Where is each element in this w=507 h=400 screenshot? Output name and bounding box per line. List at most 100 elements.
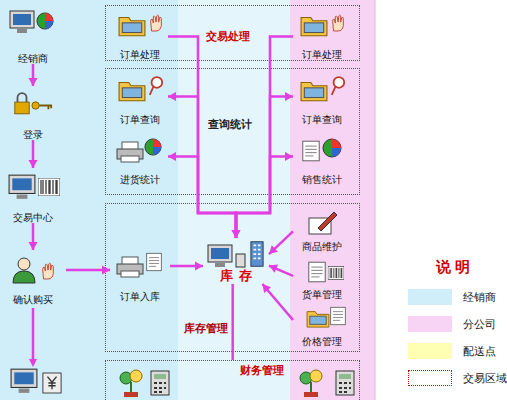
magnifier-icon: [332, 77, 344, 95]
document-icon: [309, 262, 325, 282]
legend-text: 经销商: [463, 290, 496, 305]
area-heading: 财务管理: [240, 365, 284, 378]
person-icon: [13, 258, 35, 283]
node-label: 进货统计: [120, 174, 160, 186]
flow-connector: [236, 152, 293, 238]
arrow-head: [102, 266, 110, 275]
node-label: 订单查询: [120, 114, 160, 126]
payment-icon: [43, 373, 61, 393]
computer-icon: [208, 245, 232, 267]
chart-icon: [145, 139, 161, 155]
function-node: 交易中心: [3, 168, 63, 223]
area-heading: 查询统计: [208, 119, 252, 132]
flow-line: [269, 231, 293, 254]
arrow-head: [262, 284, 271, 293]
function-node: 订单查询: [112, 73, 168, 125]
money-icon: [300, 370, 322, 397]
flow-line: [231, 284, 234, 360]
flow-line: [236, 96, 293, 238]
arrow-head: [232, 230, 241, 238]
pen-icon: [309, 212, 337, 234]
arrow-head: [168, 152, 176, 161]
legend-text: 分公司: [463, 317, 496, 332]
calculator-icon: [336, 371, 354, 395]
arrow-head: [29, 78, 38, 86]
barcode-icon: [38, 178, 60, 196]
arrow-head: [195, 262, 203, 271]
flow-connector: [29, 140, 38, 168]
arrow-head: [29, 242, 38, 250]
arrow-head: [285, 152, 293, 161]
node-label: 确认购买: [13, 294, 53, 306]
magnifier-icon: [150, 77, 162, 95]
computer-icon: [9, 175, 35, 199]
area-box: 财务管理: [105, 360, 360, 400]
area-box: 查询统计订单查询订单查询进货统计销售统计: [105, 68, 360, 195]
function-node: 库存: [203, 238, 269, 284]
area-box: 库存管理订单入库库存商品维护货单管理价格管理: [105, 203, 360, 352]
computer-icon: [11, 369, 37, 393]
money-icon: [120, 370, 142, 397]
area-heading: 库存管理: [184, 323, 228, 336]
flow-connector: [29, 223, 38, 250]
node-label: 库存: [214, 269, 258, 284]
center-band: [178, 0, 290, 400]
flow-line: [236, 37, 293, 238]
printer-icon: [117, 142, 143, 162]
folder-icon: [301, 17, 327, 35]
hand-icon: [151, 15, 162, 31]
printer-icon: [117, 257, 143, 277]
document-icon: [147, 253, 162, 270]
calculator-icon: [151, 371, 169, 395]
flow-line: [66, 269, 110, 272]
function-node: 商品维护: [293, 206, 351, 252]
lock-icon: [15, 93, 29, 114]
flow-connector: [168, 92, 236, 238]
flow-line: [32, 308, 35, 360]
node-label: 订单入库: [120, 291, 160, 303]
flow-line: [168, 37, 236, 238]
building-icon: [251, 242, 263, 267]
flow-line: [32, 223, 35, 250]
legend-text: 配送点: [463, 344, 496, 359]
node-label: 订单处理: [120, 49, 160, 61]
arrow-head: [269, 245, 278, 254]
function-node: 销售统计: [293, 133, 351, 185]
flow-line: [168, 96, 236, 238]
function-node: 进货统计: [112, 133, 168, 185]
node-label: 商品维护: [302, 241, 342, 253]
flow-line: [236, 156, 293, 238]
arrow-head: [285, 92, 293, 101]
hand-icon: [43, 263, 54, 279]
arrow-head: [168, 92, 176, 101]
area-heading: 交易处理: [206, 31, 250, 44]
branch-band: [290, 0, 375, 400]
function-node: 订单查询: [293, 73, 351, 125]
flow-connector: [170, 262, 203, 271]
node-label: 登录: [23, 129, 43, 141]
flow-connector: [269, 265, 293, 276]
function-node: 确认购买: [0, 250, 66, 305]
flow-connector: [232, 37, 294, 238]
legend-swatch: [408, 316, 452, 332]
key-icon: [32, 102, 52, 109]
node-label: 货单管理: [302, 289, 342, 301]
flow-connector: [66, 266, 110, 275]
function-node: 订单入库: [110, 248, 170, 302]
flow-connector: [168, 37, 241, 238]
arrow-head: [29, 359, 37, 367]
legend-text: 交易区域: [463, 371, 507, 386]
legend-swatch: [408, 343, 452, 359]
folder-icon: [119, 82, 145, 100]
chart-icon: [323, 139, 341, 157]
document-icon: [303, 141, 319, 161]
node-label: 销售统计: [302, 174, 342, 186]
flow-line: [32, 64, 35, 86]
flow-line: [269, 266, 293, 276]
flow-connector: [262, 284, 293, 320]
hand-icon: [333, 15, 344, 31]
area-box: 交易处理订单处理订单处理: [105, 5, 360, 61]
function-node: 登录: [8, 86, 58, 140]
